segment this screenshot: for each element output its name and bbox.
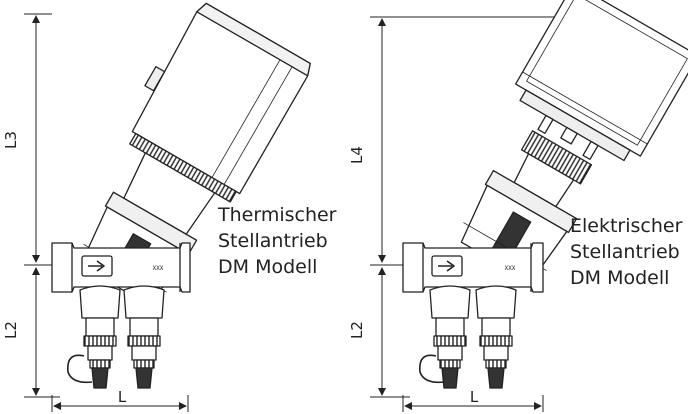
thermal-port-left xyxy=(79,285,121,389)
thermal-actuator-caption: Thermischer Stellantrieb DM Modell xyxy=(218,204,337,278)
thermal-valve-body: XXX xyxy=(51,242,191,293)
dimension-label-l2-electric: L2 xyxy=(348,321,366,339)
thermal-port-right xyxy=(123,285,165,389)
electric-port-right xyxy=(475,285,517,389)
electric-ports xyxy=(419,285,517,389)
dimension-label-l2-thermal: L2 xyxy=(2,321,20,339)
electric-actuator-caption: Elektrischer Stellantrieb DM Modell xyxy=(570,215,683,289)
dimension-label-l4: L4 xyxy=(348,146,366,164)
thermal-cap-strap xyxy=(67,354,93,384)
dimension-label-l3: L3 xyxy=(2,131,20,149)
electric-dimension-lines xyxy=(370,16,560,412)
thermal-ports xyxy=(67,285,165,389)
electric-cap-strap xyxy=(419,354,445,384)
thermal-dimension-lines xyxy=(24,13,189,412)
dimension-label-l-electric: L xyxy=(470,388,479,406)
thermal-body-label: XXX xyxy=(153,265,164,272)
electric-port-left xyxy=(429,285,471,389)
electric-valve-figure: XXX L4 L2 L xyxy=(348,0,688,412)
electric-body-label: XXX xyxy=(505,265,516,272)
dimension-label-l-thermal: L xyxy=(118,388,127,406)
electric-valve-body: XXX xyxy=(402,242,544,293)
thermal-valve-figure: XXX L3 L2 L xyxy=(2,2,311,412)
